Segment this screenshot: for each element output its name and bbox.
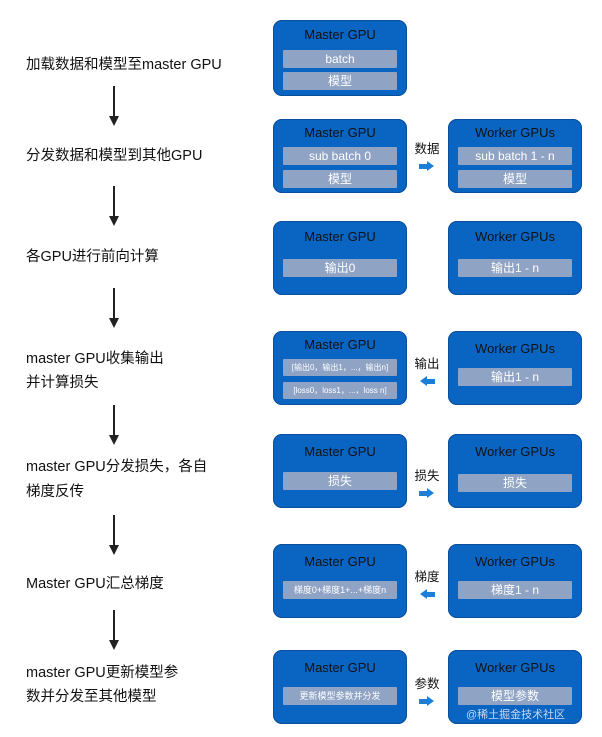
output-0-bar: 输出0	[283, 259, 397, 277]
flow-label: 数据	[414, 142, 440, 156]
step-4-text-line2: 并计算损失	[26, 375, 99, 391]
model-bar: 模型	[283, 170, 397, 188]
flow-gradient-left: 梯度	[407, 566, 447, 599]
output-1-n-bar: 输出1 - n	[458, 259, 572, 277]
master-gpu-title: Master GPU	[304, 27, 376, 42]
worker-gpus-box-row3: Worker GPUs 输出1 - n	[448, 221, 582, 295]
down-arrow-3	[108, 288, 120, 328]
worker-gpus-box-row7: Worker GPUs 模型参数	[448, 650, 582, 724]
loss-list-bar: [loss0，loss1，...，loss n]	[283, 382, 397, 399]
sub-batch-0-bar: sub batch 0	[283, 147, 397, 165]
down-arrow-5	[108, 515, 120, 555]
worker-gpus-box-row5: Worker GPUs 损失	[448, 434, 582, 508]
worker-gpus-title: Worker GPUs	[475, 554, 555, 569]
flow-label: 输出	[414, 357, 440, 371]
worker-gpus-title: Worker GPUs	[475, 125, 555, 140]
down-arrow-4	[108, 405, 120, 445]
batch-bar: batch	[283, 50, 397, 68]
master-gpu-title: Master GPU	[304, 337, 376, 352]
down-arrow-1	[108, 86, 120, 126]
master-gpu-title: Master GPU	[304, 125, 376, 140]
outputs-list-bar: [输出0，输出1，...，输出n]	[283, 359, 397, 376]
step-3-text: 各GPU进行前向计算	[26, 249, 159, 265]
arrow-left-icon	[419, 589, 435, 599]
arrow-right-icon	[419, 488, 435, 498]
flow-output-left: 输出	[407, 353, 447, 386]
flow-data-right: 数据	[407, 138, 447, 171]
step-6-text: Master GPU汇总梯度	[26, 576, 164, 592]
model-params-bar: 模型参数	[458, 687, 572, 705]
master-gpu-box-row1: Master GPU batch 模型	[273, 20, 407, 96]
flow-label: 参数	[414, 677, 440, 691]
step-7-text-line1: master GPU更新模型参	[26, 665, 179, 681]
step-1-text: 加载数据和模型至master GPU	[26, 57, 222, 73]
down-arrow-6	[108, 610, 120, 650]
arrow-right-icon	[419, 696, 435, 706]
master-gpu-box-row2: Master GPU sub batch 0 模型	[273, 119, 407, 193]
master-gpu-title: Master GPU	[304, 444, 376, 459]
worker-gpus-title: Worker GPUs	[475, 341, 555, 356]
model-bar: 模型	[458, 170, 572, 188]
master-gpu-box-row4: Master GPU [输出0，输出1，...，输出n] [loss0，loss…	[273, 331, 407, 405]
master-gpu-box-row6: Master GPU 梯度0+梯度1+...+梯度n	[273, 544, 407, 618]
master-gpu-title: Master GPU	[304, 660, 376, 675]
master-gpu-box-row5: Master GPU 损失	[273, 434, 407, 508]
output-1-n-bar: 输出1 - n	[458, 368, 572, 386]
gradient-1-n-bar: 梯度1 - n	[458, 581, 572, 599]
worker-gpus-title: Worker GPUs	[475, 229, 555, 244]
master-gpu-title: Master GPU	[304, 229, 376, 244]
master-gpu-title: Master GPU	[304, 554, 376, 569]
master-gpu-box-row7: Master GPU 更新模型参数并分发	[273, 650, 407, 724]
watermark: @稀土掘金技术社区	[466, 709, 566, 721]
flow-label: 梯度	[414, 570, 440, 584]
arrow-right-icon	[419, 161, 435, 171]
model-bar: 模型	[283, 72, 397, 90]
step-7-text-line2: 数并分发至其他模型	[26, 689, 157, 705]
loss-bar: 损失	[458, 474, 572, 492]
flow-params-right: 参数	[407, 673, 447, 706]
step-5-text-line2: 梯度反传	[26, 484, 84, 500]
step-5-text-line1: master GPU分发损失，各自	[26, 459, 208, 475]
worker-gpus-box-row6: Worker GPUs 梯度1 - n	[448, 544, 582, 618]
master-gpu-box-row3: Master GPU 输出0	[273, 221, 407, 295]
update-params-bar: 更新模型参数并分发	[283, 687, 397, 705]
step-2-text: 分发数据和模型到其他GPU	[26, 148, 203, 164]
worker-gpus-title: Worker GPUs	[475, 444, 555, 459]
sub-batch-1-n-bar: sub batch 1 - n	[458, 147, 572, 165]
loss-bar: 损失	[283, 472, 397, 490]
flow-label: 损失	[414, 469, 440, 483]
gradient-sum-bar: 梯度0+梯度1+...+梯度n	[283, 581, 397, 599]
worker-gpus-box-row4: Worker GPUs 输出1 - n	[448, 331, 582, 405]
arrow-left-icon	[419, 376, 435, 386]
step-4-text-line1: master GPU收集输出	[26, 351, 164, 367]
down-arrow-2	[108, 186, 120, 226]
worker-gpus-box-row2: Worker GPUs sub batch 1 - n 模型	[448, 119, 582, 193]
worker-gpus-title: Worker GPUs	[475, 660, 555, 675]
flow-loss-right: 损失	[407, 465, 447, 498]
